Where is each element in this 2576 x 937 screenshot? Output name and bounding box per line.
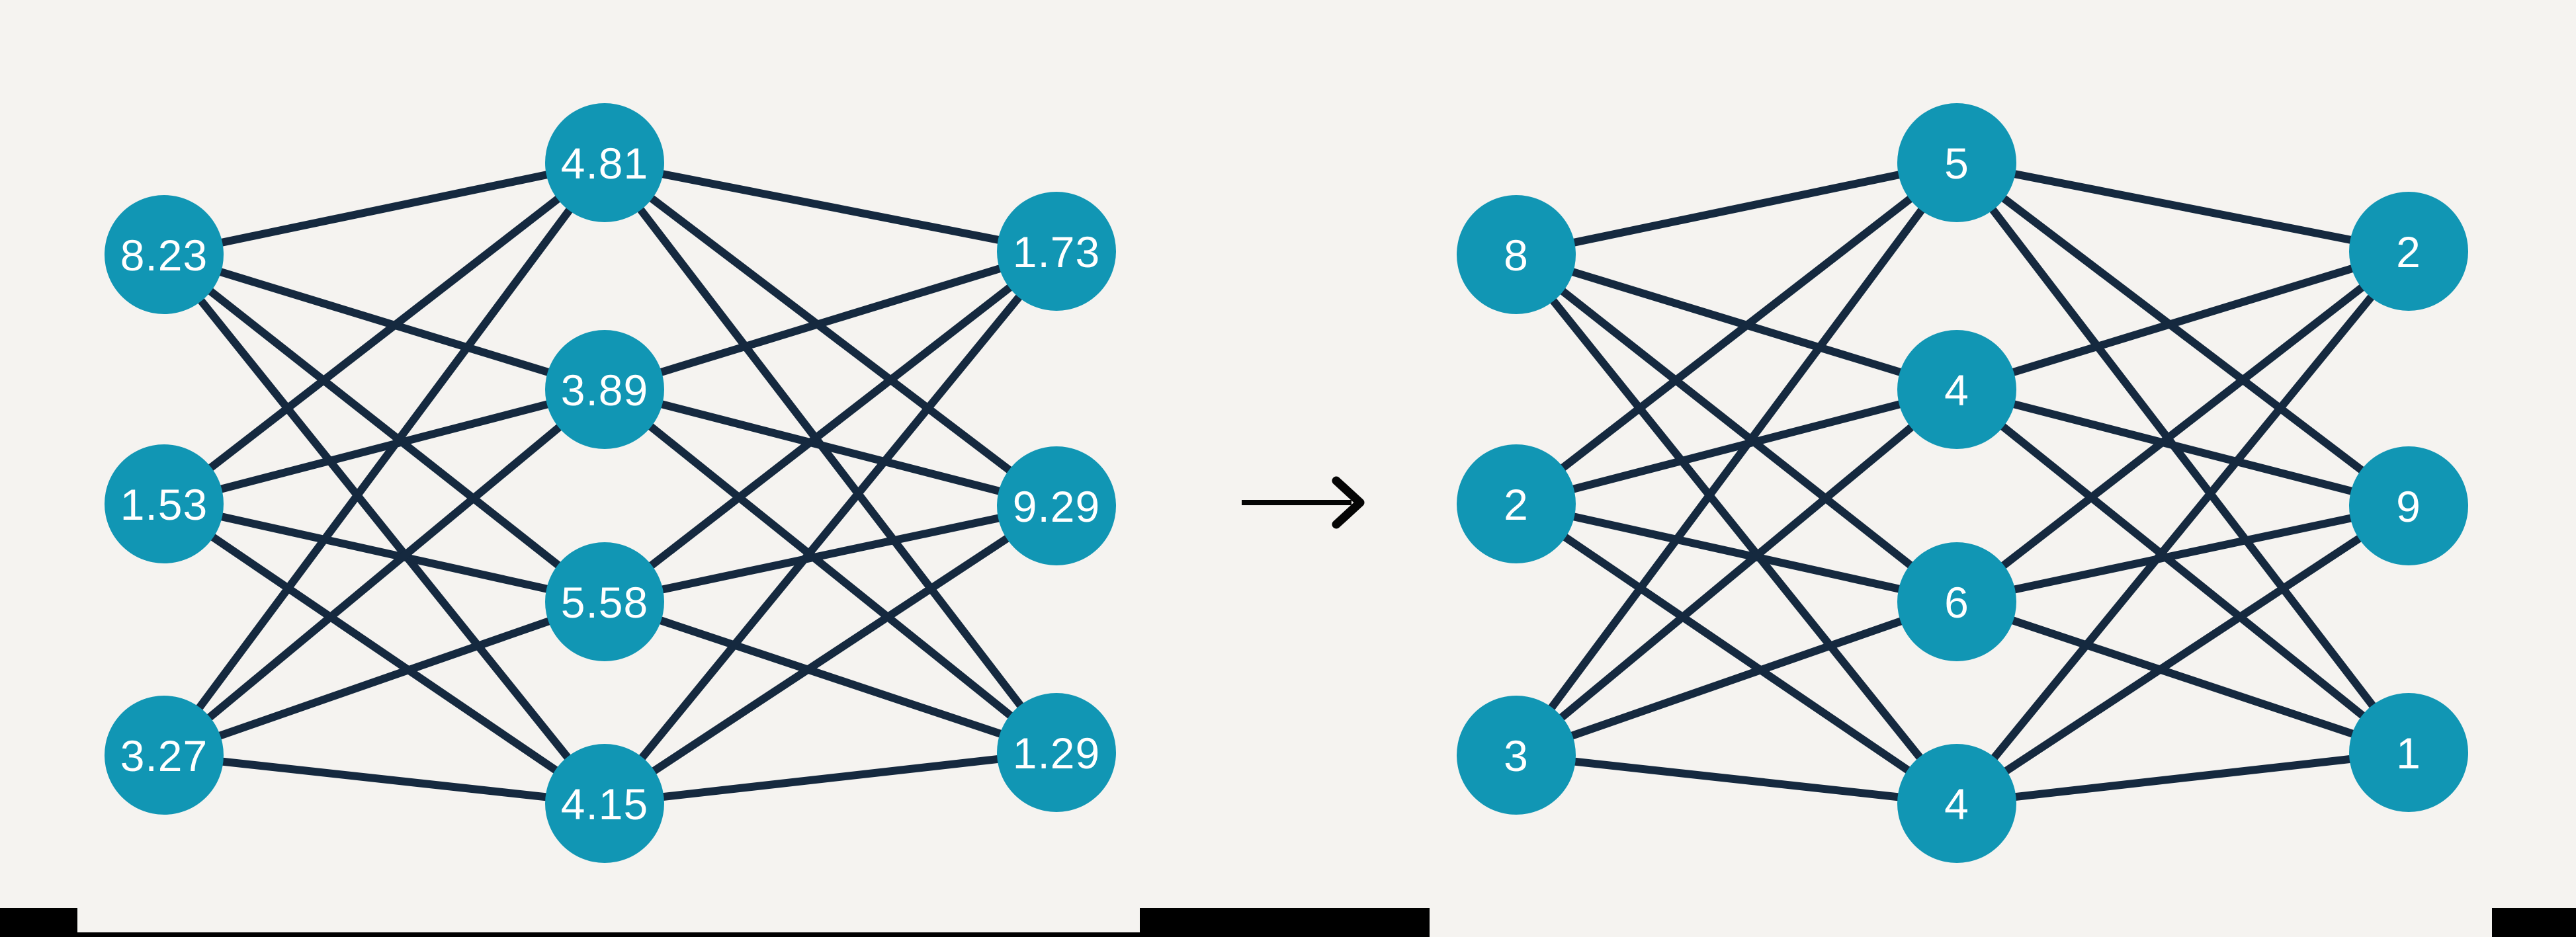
network-edge	[163, 751, 605, 807]
network-edge	[1515, 598, 1958, 759]
network-edge	[601, 160, 1060, 755]
network-edge	[161, 159, 607, 507]
network-edge	[1515, 251, 1958, 393]
network-edge	[163, 500, 606, 606]
network-edge	[1953, 160, 2412, 755]
network-edge	[1515, 159, 1958, 259]
node-value-label: 5	[1944, 139, 1969, 188]
integer-network-output-node	[2349, 693, 2468, 812]
network-edge	[1955, 386, 2410, 510]
node-value-label: 8	[1504, 231, 1529, 280]
float-network-input-node	[105, 444, 224, 563]
node-value-label: 4	[1944, 780, 1969, 829]
integer-network-input-node	[1457, 195, 1576, 314]
float-network-output-node	[997, 192, 1116, 311]
integer-network-output-node	[2349, 446, 2468, 565]
network-edge	[1954, 386, 2411, 756]
network-edge	[1515, 500, 1958, 606]
network-edge	[163, 159, 606, 259]
network-edge	[1956, 749, 2409, 807]
network-edge	[604, 749, 1057, 807]
network-edge	[1955, 502, 2410, 606]
network-edge	[161, 501, 607, 807]
network-edge	[1513, 252, 1960, 806]
node-value-label: 9	[2396, 482, 2421, 531]
network-edge	[603, 159, 1058, 255]
integer-network-hidden-node	[1897, 744, 2016, 863]
node-value-label: 4.15	[561, 780, 648, 829]
right-arrow-icon	[1242, 476, 1365, 529]
float-network-input-node	[105, 195, 224, 314]
float-network-input-node	[105, 696, 224, 815]
network-edge	[161, 160, 608, 758]
network-edge	[163, 386, 606, 508]
node-value-label: 8.23	[120, 231, 208, 280]
network-edge	[1513, 160, 1960, 758]
integer-network-input-node	[1457, 696, 1576, 815]
bottom-bar	[2492, 908, 2576, 937]
integer-network: 8 2 3 5 4 6 4 2 9 1	[1457, 103, 2468, 863]
node-value-label: 2	[2396, 227, 2421, 276]
network-edge	[161, 252, 608, 806]
float-network-output-node	[997, 446, 1116, 565]
integer-network-input-node	[1457, 444, 1576, 563]
node-value-label: 1	[2396, 729, 2421, 778]
network-edge	[1515, 386, 1958, 508]
network-edge	[1514, 159, 1959, 507]
integer-network-hidden-node	[1897, 103, 2016, 222]
node-value-label: 1.29	[1013, 729, 1100, 778]
integer-network-hidden-node	[1897, 330, 2016, 449]
arrow-head	[1332, 476, 1365, 529]
node-value-label: 1.53	[120, 480, 208, 529]
float-network-hidden-node	[545, 542, 664, 661]
float-network-hidden-node	[545, 330, 664, 449]
network-edge	[1955, 247, 2410, 393]
node-value-label: 4.81	[561, 139, 648, 188]
float-network-hidden-node	[545, 103, 664, 222]
network-edge	[1516, 751, 1957, 807]
bottom-bar	[1140, 908, 1430, 937]
network-edge	[161, 251, 607, 605]
float-network-output-node	[997, 693, 1116, 812]
integer-network-hidden-node	[1897, 542, 2016, 661]
node-value-label: 9.29	[1013, 482, 1100, 531]
float-network-hidden-node	[545, 744, 664, 863]
network-edge	[1954, 502, 2411, 807]
node-value-label: 2	[1504, 480, 1529, 529]
network-edge	[603, 502, 1058, 606]
node-value-label: 3.27	[120, 731, 208, 780]
network-edge	[163, 598, 606, 759]
network-edge	[602, 159, 1059, 509]
network-edge	[602, 502, 1059, 807]
network-edge	[601, 249, 1060, 806]
network-edge	[1514, 501, 1959, 807]
network-edge	[1955, 159, 2410, 255]
node-value-label: 5.58	[561, 578, 648, 627]
network-edge	[603, 386, 1058, 510]
network-edge	[602, 248, 1059, 605]
bottom-bar	[0, 908, 77, 937]
bottom-bar	[0, 932, 1140, 937]
node-value-label: 6	[1944, 578, 1969, 627]
network-edge	[1514, 386, 1959, 758]
node-value-label: 3	[1504, 731, 1529, 780]
node-value-label: 3.89	[561, 366, 648, 415]
network-edge	[1954, 248, 2411, 605]
network-edge	[602, 386, 1059, 756]
integer-network-output-node	[2349, 192, 2468, 311]
network-edge	[161, 386, 607, 758]
network-edge	[603, 598, 1058, 756]
network-edge	[603, 247, 1058, 393]
network-edge	[1953, 249, 2412, 806]
float-network: 8.23 1.53 3.27 4.81 3.89 5.58 4.15 1.73 9.29 1.29	[105, 103, 1116, 863]
node-value-label: 1.73	[1013, 227, 1100, 276]
network-edge	[1955, 598, 2410, 756]
network-edge	[1954, 159, 2411, 509]
node-value-label: 4	[1944, 366, 1969, 415]
network-edge	[163, 251, 606, 393]
network-edge	[1514, 251, 1959, 605]
